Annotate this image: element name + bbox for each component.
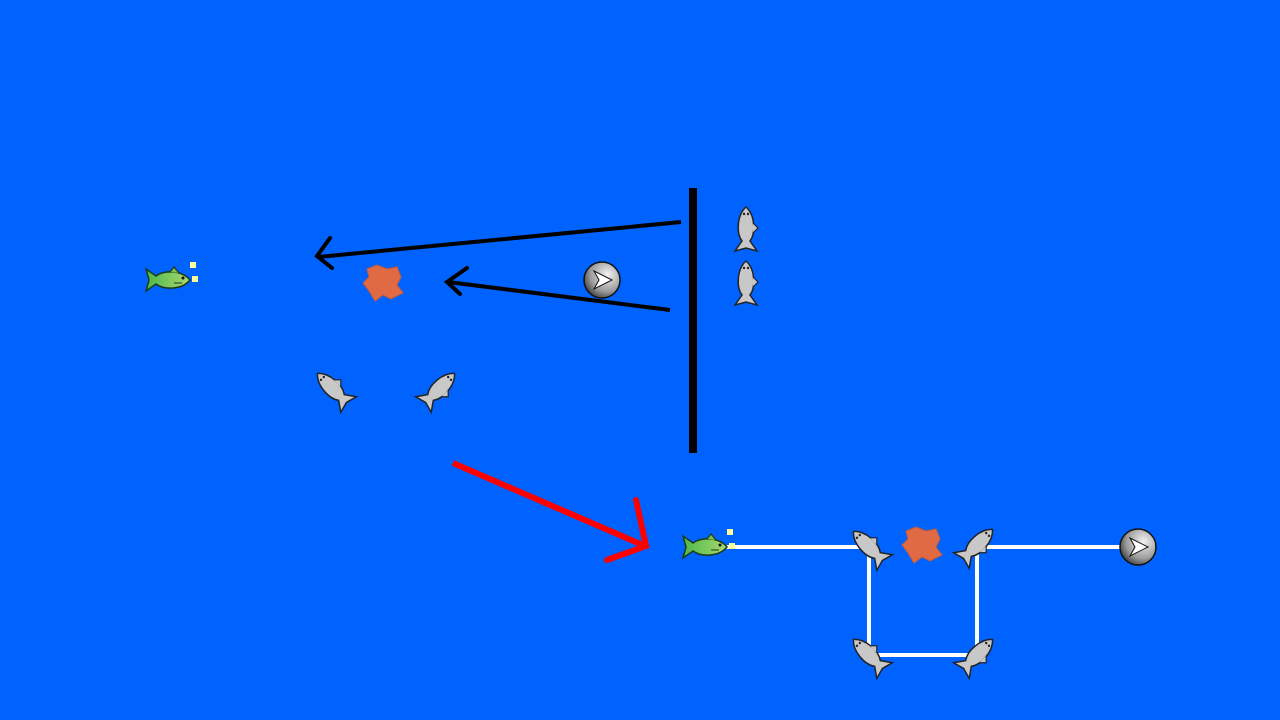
- player-fish-icon[interactable]: [145, 262, 198, 292]
- orange-rock-icon: [901, 526, 943, 564]
- play-ball-icon[interactable]: [1119, 528, 1157, 566]
- orange-rock-icon: [362, 264, 404, 302]
- grey-fish-icon: [308, 364, 358, 414]
- long-arrow: [314, 220, 682, 270]
- grey-fish-icon: [734, 260, 759, 306]
- connection-lines: [722, 545, 1130, 657]
- player-fish-icon[interactable]: [682, 529, 735, 559]
- play-ball-icon[interactable]: [583, 261, 621, 299]
- transition-arrow: [451, 460, 650, 563]
- grey-fish-icon: [414, 364, 464, 414]
- grey-fish-icon: [734, 206, 759, 252]
- short-arrow: [443, 266, 671, 312]
